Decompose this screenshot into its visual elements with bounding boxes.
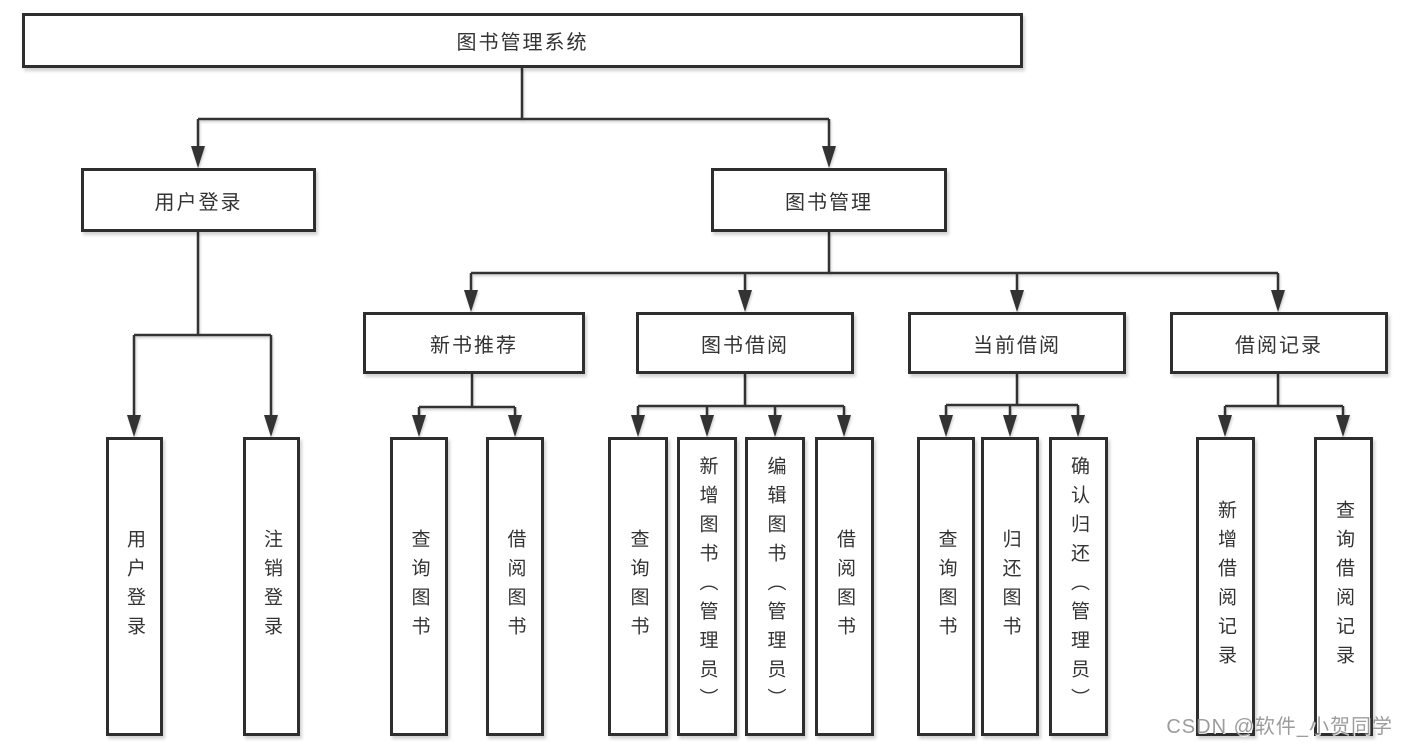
connector-root-to-level2: [191, 68, 836, 168]
leaf-bb-add-book: 新增图书（管理员）: [677, 437, 737, 736]
node-root: 图书管理系统: [22, 13, 1023, 68]
node-borrow-record: 借阅记录: [1170, 312, 1388, 374]
leaf-rec-query-book: 查询图书: [390, 437, 448, 736]
csdn-watermark: CSDN @软件_小贺同学: [1166, 716, 1393, 738]
leaf-br-add-record: 新增借阅记录: [1196, 437, 1255, 736]
node-book-mgmt: 图书管理: [711, 168, 947, 232]
connector-new-book-rec-to-leaves: [412, 374, 522, 437]
connector-current-borrow-to-leaves: [939, 374, 1085, 437]
leaf-br-query-record: 查询借阅记录: [1314, 437, 1373, 736]
leaf-cb-query-book: 查询图书: [917, 437, 975, 736]
leaf-cb-return-book: 归还图书: [981, 437, 1039, 736]
connector-borrow-record-to-leaves: [1218, 374, 1350, 437]
node-current-borrow: 当前借阅: [908, 312, 1126, 374]
node-book-borrow: 图书借阅: [636, 312, 854, 374]
node-user-login: 用户登录: [81, 168, 316, 232]
connector-book-mgmt-to-level3: [464, 232, 1285, 312]
leaf-bb-edit-book: 编辑图书（管理员）: [745, 437, 805, 736]
leaf-bb-borrow-book: 借阅图书: [815, 437, 874, 736]
leaf-user-login: 用户登录: [106, 437, 163, 736]
leaf-bb-query-book: 查询图书: [608, 437, 668, 736]
connector-user-login-to-leaves: [127, 232, 278, 437]
leaf-cb-confirm-return: 确认归还（管理员）: [1049, 437, 1108, 736]
leaf-rec-borrow-book: 借阅图书: [486, 437, 544, 736]
leaf-logout: 注销登录: [243, 437, 300, 736]
connector-book-borrow-to-leaves: [631, 374, 851, 437]
node-new-book-rec: 新书推荐: [363, 312, 585, 374]
